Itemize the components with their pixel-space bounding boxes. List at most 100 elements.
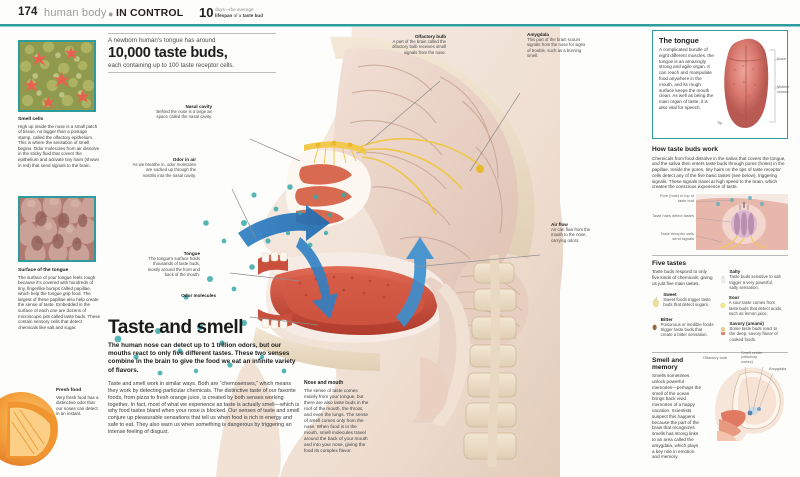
callout-title: Tongue xyxy=(183,251,200,256)
head-anatomy-illustration xyxy=(114,27,564,477)
caption-text: The surface of your tongue feels rough b… xyxy=(18,274,100,330)
taste-item-savory: Savory (umami) Some taste buds react to … xyxy=(720,321,783,342)
how-taste-buds-work-section: How taste buds work Chemicals from food … xyxy=(652,146,788,251)
fact-line-3: each containing up to 100 taste receptor… xyxy=(108,61,235,69)
header-stat-tastebud: taste bud xyxy=(242,12,264,18)
taste-desc: Poisonous or inedible foods trigger tast… xyxy=(660,321,714,338)
five-tastes-section: Five tastes Taste buds respond to only f… xyxy=(652,260,788,347)
taste-desc: Taste buds sensitive to salt trigger a v… xyxy=(729,274,781,290)
callout-title: Odor in air xyxy=(172,157,196,162)
caption-title: Smell cells xyxy=(18,117,44,122)
tongue-label-tip: Tip xyxy=(717,120,723,125)
taste-name: Sour xyxy=(728,295,740,301)
callout-title: Odor molecules xyxy=(181,293,216,298)
article-body: Taste and smell work in similar ways. Bo… xyxy=(108,380,300,436)
taste-bud-figure: Pore (hole) in top of taste bud Taste ha… xyxy=(652,193,788,251)
five-tastes-right-column: Salty Taste buds sensitive to salt trigg… xyxy=(720,269,783,347)
brain-label-olfactory-bulb: Olfactory bulb xyxy=(703,354,728,360)
callout-title: Olfactory bulb xyxy=(414,34,446,39)
article-standfirst: The human nose can detect up to 1 trilli… xyxy=(108,342,296,374)
fact-headline: 10,000 taste buds, xyxy=(108,44,228,61)
taste-item-sour: Sour A sour taste comes from taste buds … xyxy=(720,295,783,316)
callout-odor-molecules: Odor molecules xyxy=(160,293,216,298)
callout-title: Air flow xyxy=(551,222,568,227)
taste-desc: Some taste buds react to the deep, savor… xyxy=(729,326,778,342)
five-tastes-title: Five tastes xyxy=(652,259,687,267)
taste-bud-label-hairs: Taste hairs detect tastes xyxy=(652,213,694,219)
callout-title: Nasal cavity xyxy=(185,104,212,109)
right-rail: The tongue A complicated bundle of eight… xyxy=(652,30,789,460)
taste-buds-text: Chemicals from food dissolve in the sali… xyxy=(652,155,786,190)
header-section: human body xyxy=(44,7,107,19)
nose-and-mouth-title: Nose and mouth xyxy=(304,380,344,386)
callout-nasal-cavity: Nasal cavity Behind the nose is a large … xyxy=(150,104,212,120)
callout-olfactory-bulb: Olfactory bulb A part of the brain calle… xyxy=(380,34,446,55)
tongue-label-base: Base xyxy=(777,56,786,61)
fact-rule-top xyxy=(108,33,276,34)
five-tastes-left-column: Taste buds respond to only five kinds of… xyxy=(652,269,715,347)
page-number: 174 xyxy=(18,6,38,18)
rail-divider-2 xyxy=(652,352,788,353)
header-rule-thin xyxy=(0,26,800,27)
taste-name: Bitter xyxy=(660,316,673,322)
tongue-anatomy-figure: Base Midline crease Tip xyxy=(717,36,789,132)
rail-divider-1 xyxy=(652,255,788,256)
fact-line-1: A newborn human's tongue has around xyxy=(108,36,216,44)
callout-text: A part of the brain called the olfactory… xyxy=(392,39,446,55)
header-stat-caption: days—the average lifespan of a taste bud xyxy=(215,7,295,18)
header-stat-of: of a xyxy=(233,12,242,18)
taste-item-salty: Salty Taste buds sensitive to salt trigg… xyxy=(720,269,783,290)
header-stat-number: 10 xyxy=(199,5,214,20)
the-tongue-panel: The tongue A complicated bundle of eight… xyxy=(652,30,789,139)
page-title: Taste and smell xyxy=(108,317,244,338)
tongue-panel-text: A complicated bundle of eight different … xyxy=(659,47,714,110)
caption-title: Surface of the tongue xyxy=(18,268,69,273)
fact-rule-bottom xyxy=(108,72,276,73)
header-rule xyxy=(0,24,800,26)
taste-item-sweet: Sweet Sweet foods trigger taste buds tha… xyxy=(652,292,715,312)
taste-bud-label-receptors: Taste receptor cells send signals xyxy=(660,231,694,241)
taste-bud-label-pore: Pore (hole) in top of taste bud xyxy=(659,193,694,203)
taste-item-bitter: Bitter Poisonous or inedible foods trigg… xyxy=(652,317,715,338)
caption-title: Fresh food xyxy=(56,388,82,393)
taste-name: Sweet xyxy=(663,291,677,297)
caption-text: High up inside the nose is a small patch… xyxy=(18,123,100,168)
article-block: Taste and smell The human nose can detec… xyxy=(108,317,300,436)
tongue-surface-photo xyxy=(18,196,96,262)
callout-text: This part of the brain scours signals fr… xyxy=(527,37,586,58)
taste-buds-title: How taste buds work xyxy=(652,146,718,153)
taste-desc: Sweet foods trigger taste buds that dete… xyxy=(663,296,711,308)
header-stat-line1: days—the average xyxy=(215,7,254,12)
smell-cells-caption: Smell cells High up inside the nose is a… xyxy=(18,117,100,168)
brain-label-amygdala: Amygdala xyxy=(769,365,787,371)
taste-name: Salty xyxy=(729,269,741,275)
taste-name: Savory (umami) xyxy=(729,321,764,327)
header-stat-lifespan: lifespan xyxy=(215,12,233,18)
fresh-food-caption: Fresh food Very fresh food has a distinc… xyxy=(56,388,102,417)
tongue-panel-title: The tongue xyxy=(659,36,699,45)
brain-label-smell-center: Smell center (olfactory cortex) xyxy=(741,349,763,365)
header-bullet-icon: ● xyxy=(108,9,114,19)
callout-text: As we breathe in, odor molecules are suc… xyxy=(132,162,196,178)
orange-slice-image xyxy=(6,401,58,458)
callout-text: The tongue's surface holds thousands of … xyxy=(147,256,200,277)
smell-and-memory-section: Smell and memory Smells sometimes unlock… xyxy=(652,350,788,460)
tongue-surface-caption: Surface of the tongue The surface of you… xyxy=(18,268,100,330)
callout-odor-in-air: Odor in air As we breathe in, odor molec… xyxy=(132,157,196,178)
callout-title: Amygdala xyxy=(527,32,549,37)
five-tastes-intro: Taste buds respond to only five kinds of… xyxy=(652,269,713,286)
salt-shaker-icon xyxy=(721,276,726,283)
page-header: 174 human body ● IN CONTROL 10 days—the … xyxy=(0,0,800,27)
lemon-icon xyxy=(720,303,726,309)
callout-text: Behind the nose is a large air space cal… xyxy=(156,109,212,120)
header-subsection: IN CONTROL xyxy=(116,7,184,19)
callout-air-flow: Air flow Air can flow from the mouth to … xyxy=(551,222,603,243)
callout-text: Air can flow from the mouth to the nose,… xyxy=(551,227,591,243)
fries-icon xyxy=(720,326,726,336)
tongue-label-midline: Midline crease xyxy=(777,84,790,94)
callout-amygdala: Amygdala This part of the brain scours s… xyxy=(527,32,589,58)
brain-smell-figure: Olfactory bulb Smell center (olfactory c… xyxy=(703,350,788,449)
callout-tongue: Tongue The tongue's surface holds thousa… xyxy=(140,251,200,277)
nose-and-mouth-text: The sense of taste comes mainly from you… xyxy=(304,388,369,453)
